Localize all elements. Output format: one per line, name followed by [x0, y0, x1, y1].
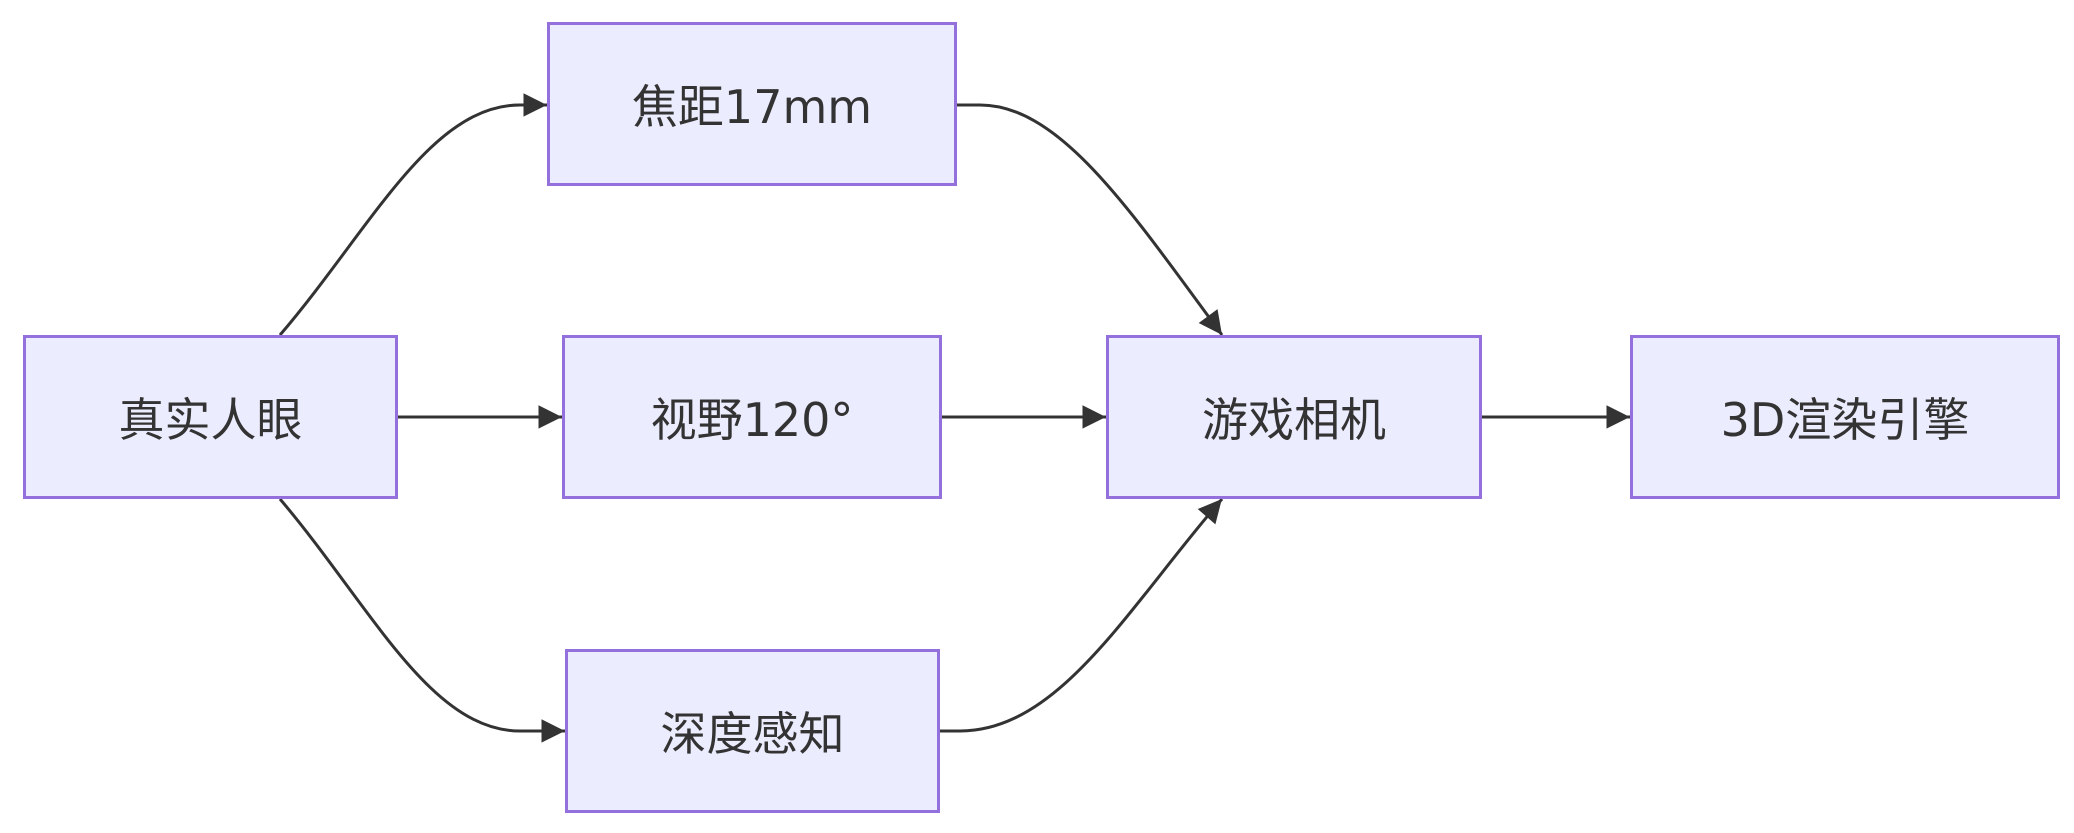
node-label: 真实人眼 [118, 393, 303, 447]
node-label: 视野120° [650, 393, 854, 447]
edge-focal-to-camera [957, 103, 1224, 336]
node-focal-length: 焦距17mm [547, 22, 957, 186]
node-field-of-view: 视野120° [562, 335, 942, 499]
node-game-camera: 游戏相机 [1106, 335, 1482, 499]
edge-depth-to-camera [940, 498, 1224, 733]
node-3d-render-engine: 3D渲染引擎 [1630, 335, 2060, 499]
node-label: 游戏相机 [1202, 393, 1386, 447]
node-label: 3D渲染引擎 [1720, 393, 1970, 447]
node-label: 焦距17mm [631, 80, 873, 134]
edge-eye-to-depth [278, 498, 565, 743]
edge-eye-to-focal [278, 93, 547, 336]
node-depth-perception: 深度感知 [565, 649, 940, 813]
node-label: 深度感知 [660, 707, 845, 761]
node-real-human-eye: 真实人眼 [23, 335, 398, 499]
